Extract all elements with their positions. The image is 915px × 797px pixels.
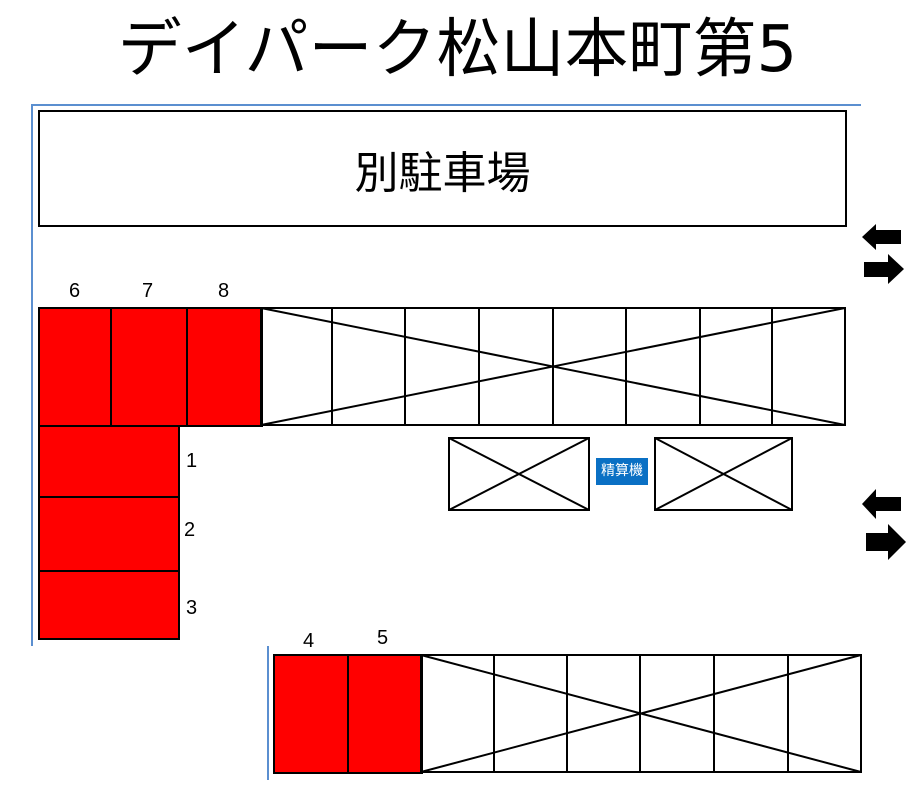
parking-space-6[interactable]	[38, 307, 112, 427]
space-number-5: 5	[377, 627, 389, 649]
space-number-6: 6	[69, 280, 81, 302]
space-number-2: 2	[184, 519, 196, 541]
bottom-row-blocked	[420, 654, 862, 773]
parking-space-8[interactable]	[186, 307, 263, 427]
annex-parking-label: 別駐車場	[354, 147, 531, 199]
boundary-line-left	[31, 104, 33, 646]
top-row-blocked	[260, 307, 846, 426]
middle-left-blocked	[448, 437, 590, 511]
arrow-left-icon	[862, 489, 901, 519]
parking-space-5[interactable]	[347, 654, 423, 774]
boundary-line-bottom-left	[267, 646, 269, 780]
space-number-7: 7	[142, 280, 154, 302]
middle-right-blocked	[654, 437, 793, 511]
arrow-right-icon	[866, 524, 906, 560]
space-number-3: 3	[186, 597, 198, 619]
arrow-right-icon	[864, 254, 904, 284]
parking-space-3[interactable]	[38, 570, 180, 640]
space-number-4: 4	[303, 630, 315, 652]
space-number-1: 1	[186, 450, 198, 472]
space-number-8: 8	[218, 280, 230, 302]
pay-machine: 精算機	[596, 458, 648, 485]
page-title: デイパーク松山本町第5	[117, 13, 798, 87]
arrow-left-icon	[862, 224, 901, 250]
annex-parking-box: 別駐車場	[38, 110, 847, 227]
parking-space-4[interactable]	[273, 654, 349, 774]
boundary-line-top	[31, 104, 861, 106]
